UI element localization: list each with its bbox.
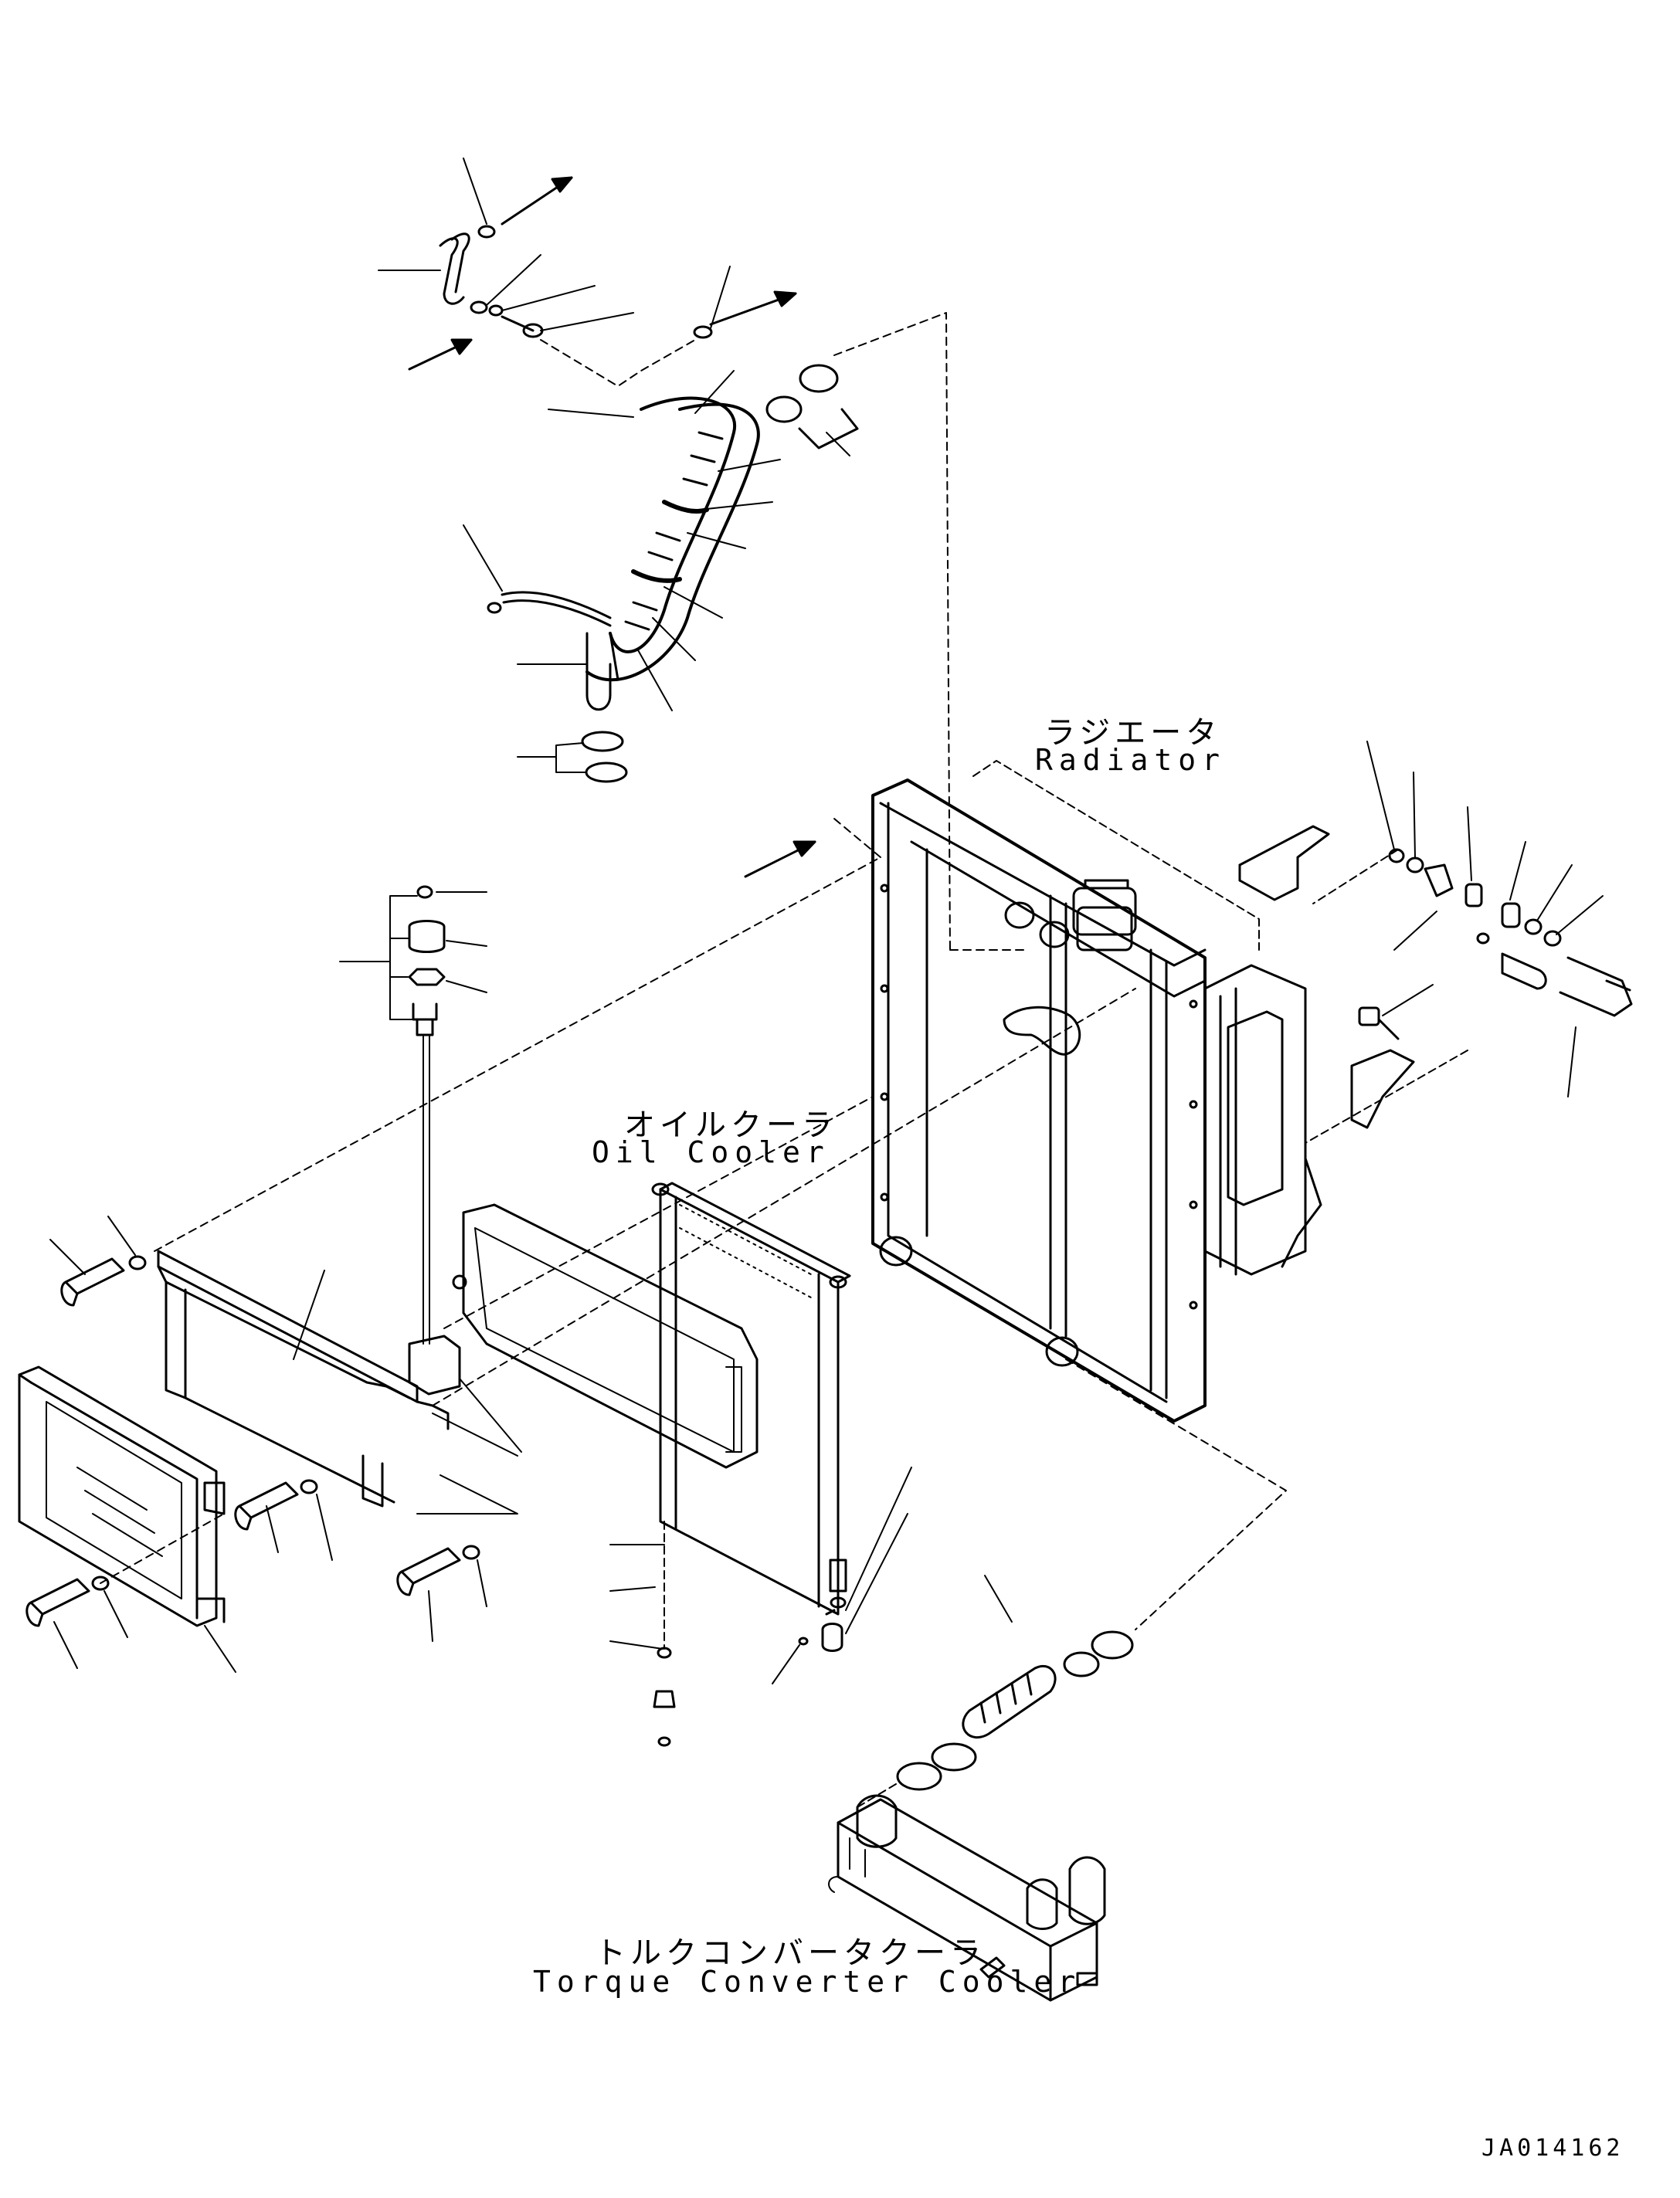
oil-cooler-label-jp: オイルクーラ (624, 1107, 837, 1143)
oil-cooler (452, 1182, 851, 1616)
torque-converter-cooler-label: Torque Converter Cooler (533, 1965, 1082, 1999)
right-mount-hardware (1238, 825, 1633, 1144)
drawing-code: JA014162 (1481, 2135, 1624, 2162)
radiator-label: Radiator (1035, 743, 1227, 777)
radiator-label-jp: ラジエータ (1044, 715, 1222, 751)
leader-lines-left (49, 1216, 518, 1673)
bolts-washers-left (25, 1255, 480, 1627)
torque-converter-cooler-label-jp: トルクコンバータクーラ (595, 1935, 986, 1971)
leader-lines-upper (378, 158, 850, 773)
guard-bracket (157, 1250, 450, 1508)
direction-arrows (408, 176, 816, 878)
torque-converter-cooler (828, 1794, 1106, 2002)
leader-lines-oil (339, 891, 912, 1684)
oil-line-fittings (408, 885, 843, 1747)
assembly-lines (100, 818, 1287, 1630)
torque-converter-cooler-hose (857, 1575, 1134, 1808)
oil-cooler-label: Oil Cooler (592, 1135, 830, 1169)
radiator (871, 760, 1322, 1423)
radiator-screen (18, 1365, 226, 1627)
leader-lines-right (1366, 741, 1604, 1097)
